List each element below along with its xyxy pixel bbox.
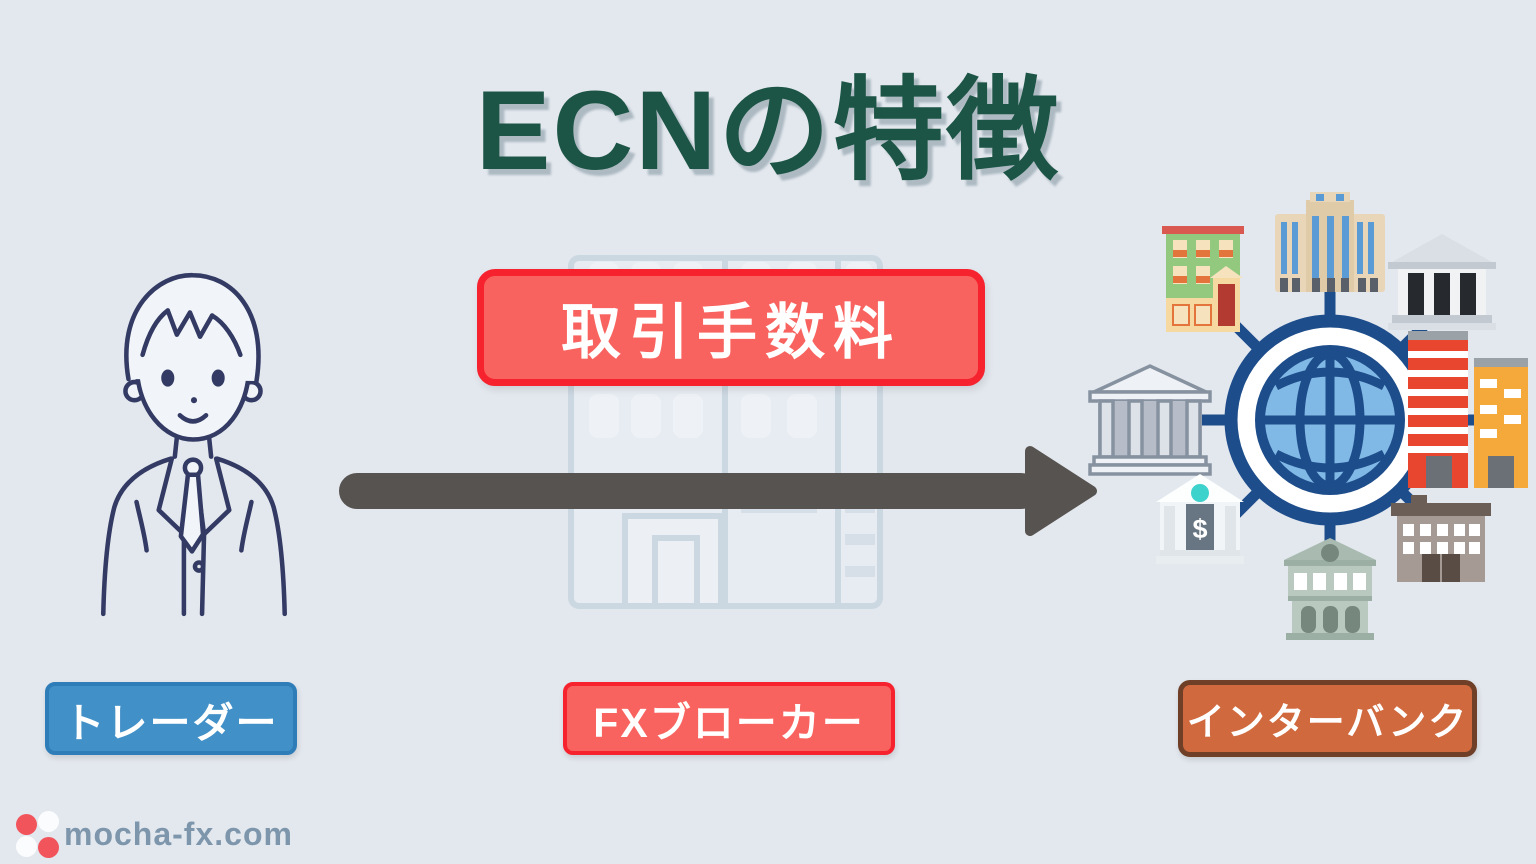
trader-label-text: トレーダー: [63, 699, 279, 746]
logo-dot-white-icon: [16, 836, 37, 857]
logo-dot-red-icon: [16, 814, 37, 835]
trader-node-label: トレーダー: [45, 682, 297, 755]
interbank-node-label: インターバンク: [1178, 680, 1477, 757]
logo-dot-red-icon: [38, 837, 59, 858]
interbank-label-text: インターバンク: [1186, 702, 1469, 744]
dollar-sign-glyph: $: [1192, 514, 1207, 544]
broker-node-label: FXブローカー: [563, 682, 895, 755]
globe-bank-network-icon: $: [1088, 192, 1528, 640]
flow-arrow-icon: [339, 446, 1097, 536]
site-logo: mocha-fx.com: [8, 810, 428, 860]
fee-badge: 取引手数料: [477, 269, 985, 386]
office-towers-icon: [1408, 331, 1528, 488]
bank-icon: [1088, 364, 1212, 476]
brown-building-icon: [1391, 495, 1491, 582]
apartment-building-icon: [1162, 226, 1244, 332]
broker-label-text: FXブローカー: [593, 699, 865, 746]
globe-icon: [1224, 314, 1436, 526]
exchange-building-icon: [1275, 192, 1385, 292]
suit-person-illustration: [100, 272, 287, 617]
bank-icon: [1388, 234, 1496, 330]
site-name: mocha-fx.com: [64, 816, 293, 852]
logo-dot-white-icon: [38, 811, 59, 832]
fee-badge-label: 取引手数料: [561, 299, 901, 366]
dollar-bank-icon: $: [1156, 474, 1244, 564]
bank-hall-icon: [1284, 538, 1376, 640]
page-title: ECNの特徴: [475, 68, 1061, 193]
